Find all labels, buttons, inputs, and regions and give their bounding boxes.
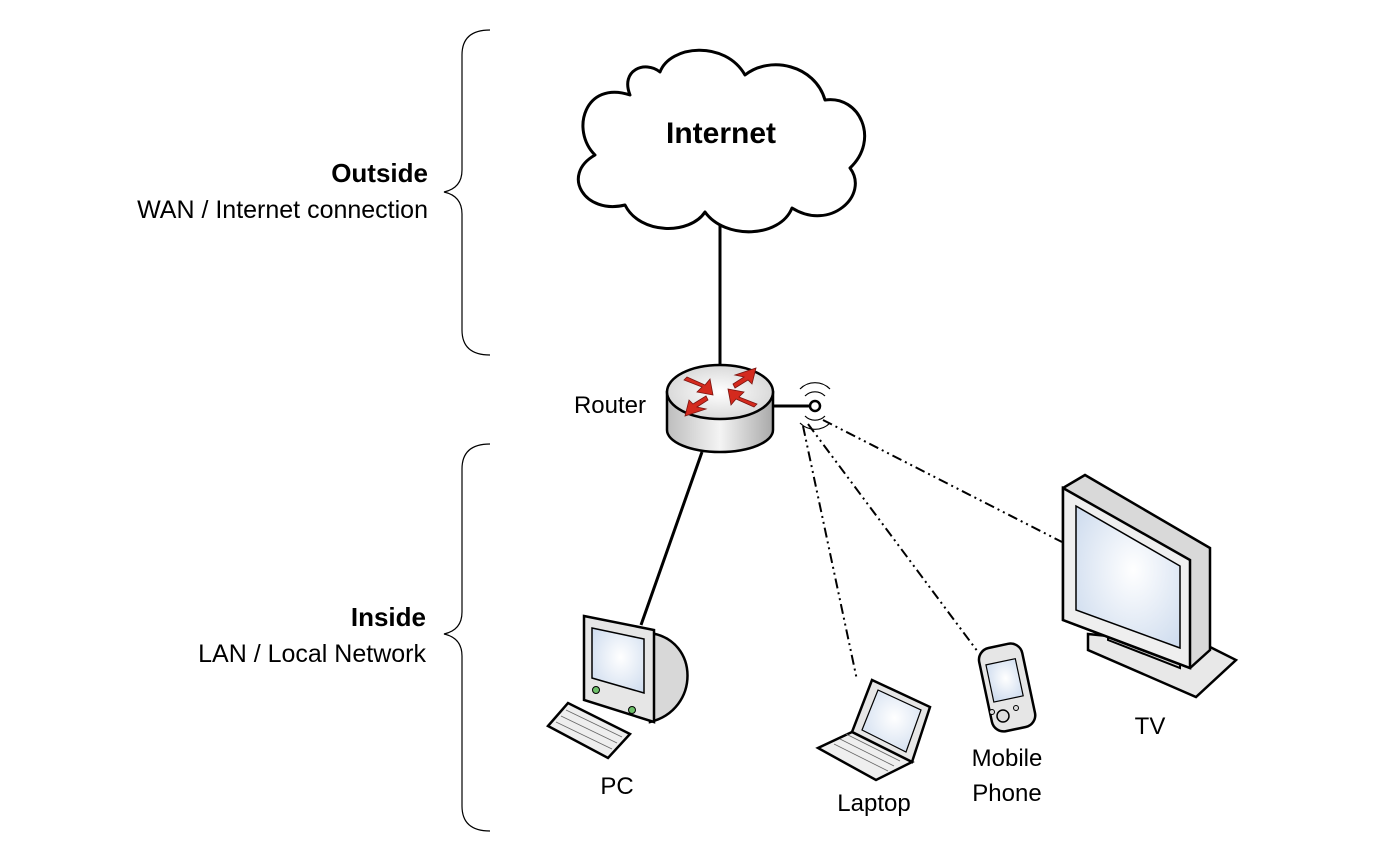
link-router-pc: [639, 451, 704, 626]
pc-label: PC: [600, 773, 633, 800]
phone-label-line1: Mobile: [972, 745, 1043, 772]
links: [639, 225, 1063, 681]
laptop-icon: [815, 678, 932, 782]
inside-zone-subtitle: LAN / Local Network: [198, 640, 426, 668]
link-router-phone: [807, 423, 979, 653]
router-label: Router: [574, 392, 646, 419]
internet-cloud: Internet: [576, 48, 867, 234]
inside-brace: [443, 443, 491, 832]
tv-icon: [1061, 473, 1239, 699]
phone-label-line2: Phone: [972, 780, 1041, 807]
mobile-phone-icon: [977, 642, 1037, 733]
outside-zone-subtitle: WAN / Internet connection: [137, 196, 428, 224]
outside-zone-title: Outside: [331, 158, 428, 188]
router-icon: [665, 363, 775, 454]
link-router-tv: [822, 419, 1063, 543]
pc-icon: [546, 614, 689, 760]
laptop-label: Laptop: [837, 790, 910, 817]
inside-zone-title: Inside: [351, 602, 426, 632]
tv-label: TV: [1135, 713, 1166, 740]
wifi-antenna-icon: [799, 382, 831, 430]
internet-label: Internet: [666, 117, 776, 150]
link-router-laptop: [802, 425, 858, 681]
outside-brace: [443, 29, 491, 356]
